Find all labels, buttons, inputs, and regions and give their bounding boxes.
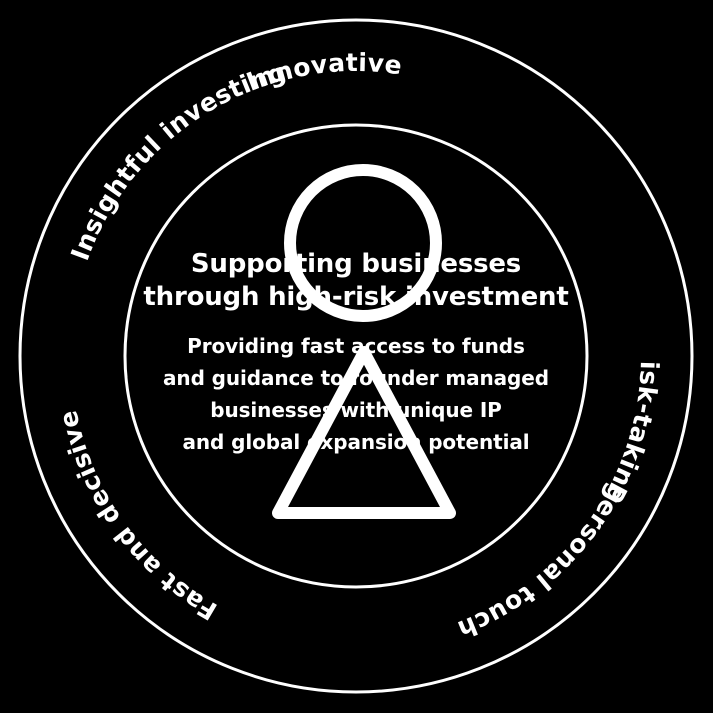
ring-label-right-upper-text: Innovative xyxy=(243,48,404,97)
ring-label-bottom-left-text: Personal touch xyxy=(454,478,633,645)
ring-label-innovative: Innovative xyxy=(243,48,404,97)
middle-ring xyxy=(123,123,589,589)
ring-label-fast-and-decisive: Fast and decisive xyxy=(53,408,222,626)
ring-label-left-text: Fast and decisive xyxy=(53,408,221,626)
logo-triangle-icon xyxy=(272,346,456,519)
logo-circle-icon xyxy=(284,164,442,322)
outer-ring xyxy=(18,18,694,694)
ring-label-personal-touch: Personal touch xyxy=(454,478,633,645)
